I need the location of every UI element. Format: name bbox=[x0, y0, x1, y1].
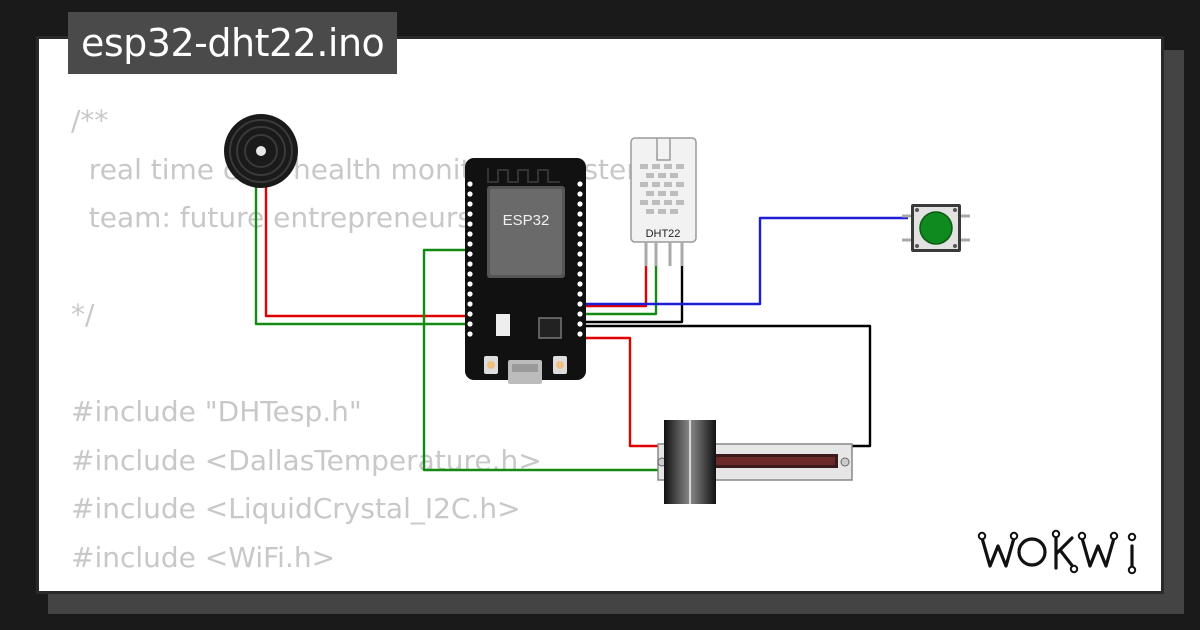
code-line: /** bbox=[71, 104, 109, 137]
wires bbox=[254, 182, 908, 472]
wire-green-buzzer[interactable] bbox=[254, 182, 470, 326]
dht22-label: DHT22 bbox=[646, 228, 681, 240]
code-line: #include <LiquidCrystal_I2C.h> bbox=[71, 492, 521, 525]
code-line: #include <ESP_Wi bbox=[71, 582, 654, 591]
wire-black-dht[interactable] bbox=[580, 265, 684, 324]
wire-green-pot[interactable] bbox=[422, 248, 660, 472]
slide-potentiometer[interactable] bbox=[657, 420, 853, 504]
wire-red-dht[interactable] bbox=[580, 265, 648, 308]
code-line: #include <DallasTemperature.h> bbox=[71, 443, 542, 477]
wire-red-buzzer[interactable] bbox=[264, 182, 470, 318]
dht22-sensor[interactable]: DHT22 bbox=[630, 137, 697, 266]
file-name-tab[interactable]: esp32-dht22.ino bbox=[68, 12, 398, 74]
esp32-label: ESP32 bbox=[503, 212, 550, 229]
push-button[interactable] bbox=[902, 204, 970, 252]
buzzer[interactable] bbox=[224, 114, 298, 188]
wire-blue-button[interactable] bbox=[580, 216, 908, 306]
code-line: #include <WiFi.h> bbox=[71, 540, 336, 574]
code-line: */ bbox=[71, 298, 95, 331]
wokwi-logo-icon bbox=[977, 529, 1137, 575]
wire-green-dht[interactable] bbox=[580, 265, 658, 316]
wire-black-pot[interactable] bbox=[580, 324, 872, 448]
code-line: #include "DHTesp.h" bbox=[71, 395, 362, 428]
code-line: team: future entrepreneurs bbox=[71, 201, 472, 234]
esp32-board[interactable]: ESP32 bbox=[465, 158, 586, 384]
wire-red-pot[interactable] bbox=[580, 336, 660, 448]
